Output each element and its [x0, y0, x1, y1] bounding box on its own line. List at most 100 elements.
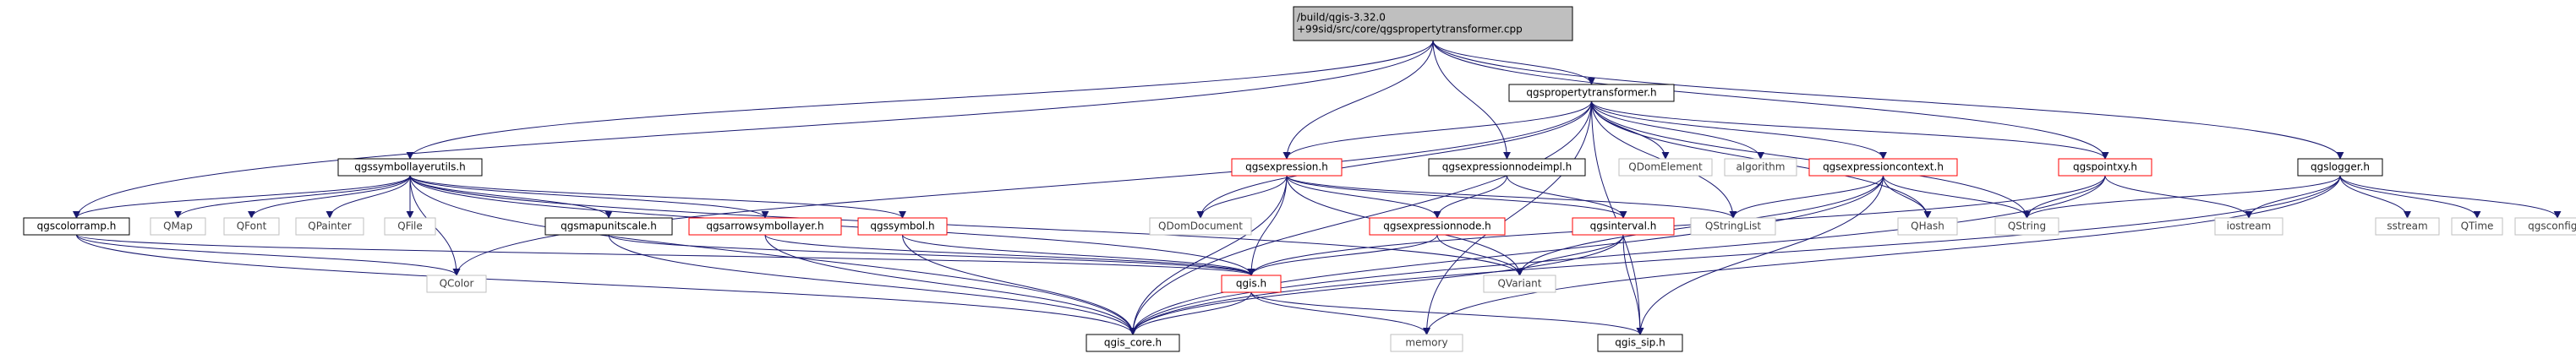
node-box	[1428, 158, 1586, 177]
node-qgssymbol_h[interactable]: qgssymbol.h	[857, 217, 948, 236]
edge-qgscolorramp_h-to-qgis_h	[76, 234, 1255, 276]
edge-qgspointxy_h-to-iostream	[2104, 175, 2253, 219]
edge-qgsexpressionnodeimpl_h-to-qgsinterval_h	[1507, 175, 1627, 219]
node-qmap: QMap	[150, 217, 206, 236]
node-box	[1690, 217, 1776, 236]
edge-qgsexpression_h-to-qgsexpressionnode_h	[1286, 175, 1441, 219]
edge-qgssymbollayerutils_h-to-qgsarrowsymbollayer_h	[409, 175, 769, 219]
node-box	[1390, 334, 1463, 352]
edge-root-to-qgslogger_h	[1432, 40, 2344, 160]
node-label: QString	[2008, 220, 2046, 232]
node-label: qgslogger.h	[2311, 161, 2370, 173]
node-box	[1897, 217, 1958, 236]
node-box	[1508, 84, 1675, 102]
node-box	[2451, 217, 2503, 236]
node-qgsconfig_h: qgsconfig.h	[2514, 217, 2576, 236]
node-label: QMap	[163, 220, 193, 232]
node-qgslogger_h[interactable]: qgslogger.h	[2297, 158, 2383, 177]
edge-qgsinterval_h-to-qvariant	[1516, 234, 1624, 276]
edge-qgsarrowsymbollayer_h-to-qgis_core_h	[764, 234, 1137, 335]
node-label: QDomDocument	[1158, 220, 1243, 232]
edge-qgssymbol_h-to-qgis_core_h	[902, 234, 1137, 335]
edge-qgsexpressioncontext_h-to-qstring	[1883, 175, 2031, 219]
node-qcolor: QColor	[426, 275, 487, 293]
node-box	[384, 217, 436, 236]
node-box	[1149, 217, 1252, 236]
edge-qgscolorramp_h-to-qgis_core_h	[76, 234, 1137, 335]
edge-qgslogger_h-to-qgsconfig_h	[2339, 175, 2562, 219]
node-label: QFile	[397, 220, 423, 232]
edge-qgsinterval_h-to-qgis_sip_h	[1622, 234, 1644, 335]
node-label: qgsexpressioncontext.h	[1823, 161, 1944, 173]
node-qgsexpression_h[interactable]: qgsexpression.h	[1231, 158, 1343, 177]
node-qvariant: QVariant	[1483, 275, 1556, 293]
node-label: qgsarrowsymbollayer.h	[706, 220, 823, 232]
node-qtime: QTime	[2451, 217, 2503, 236]
edge-root-to-qgscolorramp_h	[73, 40, 1434, 219]
edge-qgssymbollayerutils_h-to-qgsmapunitscale_h	[409, 175, 613, 219]
node-label: /build/qgis-3.32.0	[1297, 12, 1386, 24]
node-label: qgsinterval.h	[1590, 220, 1657, 232]
node-memory: memory	[1390, 334, 1463, 352]
node-box	[150, 217, 206, 236]
edge-qgssymbollayerutils_h-to-qgscolorramp_h	[73, 175, 411, 219]
node-qgssymbollayerutils_h[interactable]: qgssymbollayerutils.h	[337, 158, 483, 177]
node-label: qgsexpressionnodeimpl.h	[1442, 161, 1572, 173]
node-qgis_sip_h[interactable]: qgis_sip.h	[1597, 334, 1683, 352]
node-box	[2375, 217, 2440, 236]
edge-qgsexpressionnode_h-to-qgis_h	[1247, 234, 1438, 276]
edge-qgsexpression_h-to-qstringlist	[1286, 175, 1737, 219]
edge-qgspropertytransformer_h-to-qgsexpressioncontext_h	[1591, 101, 1887, 160]
node-box	[1483, 275, 1556, 293]
node-qgspointxy_h[interactable]: qgspointxy.h	[2058, 158, 2152, 177]
edge-qgssymbollayerutils_h-to-qvariant	[409, 175, 1523, 276]
node-label: QDomElement	[1628, 161, 1703, 173]
edge-qgscolorramp_h-to-qcolor	[76, 234, 461, 276]
node-qgsarrowsymbollayer_h[interactable]: qgsarrowsymbollayer.h	[688, 217, 842, 236]
edge-qgsexpression_h-to-qdomdocument	[1196, 175, 1288, 219]
node-qhash: QHash	[1897, 217, 1958, 236]
node-box	[1808, 158, 1958, 177]
node-qgsexpressionnodeimpl_h[interactable]: qgsexpressionnodeimpl.h	[1428, 158, 1586, 177]
edge-qgslogger_h-to-iostream	[2245, 175, 2341, 219]
node-box	[1369, 217, 1506, 236]
node-label: qgis.h	[1236, 278, 1266, 290]
node-box	[1994, 217, 2059, 236]
edge-qgspropertytransformer_h-to-qdomdocument	[1196, 101, 1592, 219]
node-label: qgsconfig.h	[2528, 220, 2576, 232]
node-box	[857, 217, 948, 236]
node-qdomdocument: QDomDocument	[1149, 217, 1252, 236]
node-qfont: QFont	[223, 217, 280, 236]
node-qgsinterval_h[interactable]: qgsinterval.h	[1572, 217, 1675, 236]
edge-qgsmapunitscale_h-to-qgis_core_h	[608, 234, 1137, 335]
node-box	[426, 275, 487, 293]
edge-qgssymbollayerutils_h-to-qpainter	[325, 175, 411, 219]
node-qgis_h[interactable]: qgis.h	[1221, 275, 1282, 293]
node-algorithm: algorithm	[1724, 158, 1797, 177]
node-label: QHash	[1911, 220, 1944, 232]
edge-qgssymbollayerutils_h-to-qgis_core_h	[409, 175, 1137, 335]
edge-qgsexpression_h-to-qgis_core_h	[1129, 175, 1288, 335]
node-box	[295, 217, 364, 236]
edge-qgslogger_h-to-qstring	[2023, 175, 2341, 219]
edge-qgsexpressionnodeimpl_h-to-qgsexpressionnode_h	[1433, 175, 1507, 219]
node-label: memory	[1405, 337, 1447, 349]
node-qgsexpressioncontext_h[interactable]: qgsexpressioncontext.h	[1808, 158, 1958, 177]
node-qgspropertytransformer_h[interactable]: qgspropertytransformer.h	[1508, 84, 1675, 102]
node-label: qgspropertytransformer.h	[1526, 87, 1656, 99]
node-label: iostream	[2227, 220, 2272, 232]
node-sstream: sstream	[2375, 217, 2440, 236]
node-box	[2058, 158, 2152, 177]
node-qgscolorramp_h[interactable]: qgscolorramp.h	[23, 217, 130, 236]
node-qgis_core_h[interactable]: qgis_core.h	[1086, 334, 1180, 352]
edge-root-to-qgssymbollayerutils_h	[406, 40, 1434, 160]
node-qgsmapunitscale_h[interactable]: qgsmapunitscale.h	[544, 217, 673, 236]
edge-root-to-qgsexpression_h	[1283, 40, 1434, 160]
edge-qgssymbol_h-to-qgis_h	[902, 234, 1255, 276]
edge-qgsexpression_h-to-qgis_h	[1247, 175, 1288, 276]
node-box	[337, 158, 483, 177]
edge-qgspointxy_h-to-qgis_core_h	[1129, 175, 2106, 335]
edge-qgis_h-to-memory	[1250, 291, 1430, 335]
node-root[interactable]: /build/qgis-3.32.0+99sid/src/core/qgspro…	[1293, 6, 1573, 41]
node-qgsexpressionnode_h[interactable]: qgsexpressionnode.h	[1369, 217, 1506, 236]
